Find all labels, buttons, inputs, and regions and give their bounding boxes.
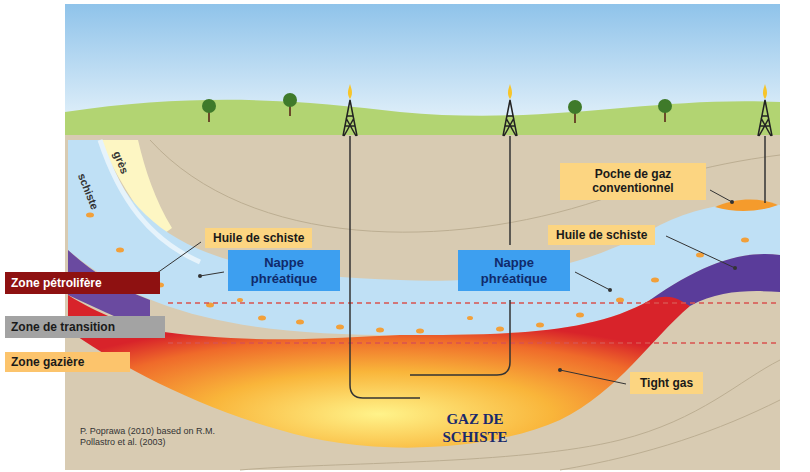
tree-trunk <box>664 112 666 122</box>
leader-lines <box>150 190 735 384</box>
droplet <box>496 327 504 332</box>
tree-trunk <box>208 112 210 122</box>
zone-title: GAZ DE SCHISTE <box>425 410 525 446</box>
callout-box: Poche de gaz conventionnel <box>560 163 706 200</box>
tree-trunk <box>289 106 291 116</box>
leader-dot <box>198 274 202 278</box>
droplet <box>741 238 749 243</box>
droplet <box>416 329 424 334</box>
tree-crown <box>202 99 216 113</box>
gas-pocket <box>715 200 778 211</box>
box-text: Nappe phréatique <box>464 255 564 286</box>
shale-highlight <box>100 140 200 262</box>
aquifer-box: Nappe phréatique <box>458 250 570 291</box>
derrick <box>758 84 772 136</box>
zone-boundary <box>168 342 780 343</box>
oil-droplets <box>86 213 749 334</box>
sky <box>65 4 780 140</box>
leader-line <box>710 190 732 202</box>
vertical-well <box>764 136 766 203</box>
flare <box>508 84 512 99</box>
droplet <box>258 316 266 321</box>
tree-trunk <box>574 113 576 123</box>
callout-box: Huile de schiste <box>205 228 312 248</box>
tree-crown <box>568 100 582 114</box>
box-text: Huile de schiste <box>213 231 304 245</box>
derrick-tower <box>343 100 357 136</box>
droplet <box>116 248 124 253</box>
derrick-tower <box>758 100 772 136</box>
leader-dot <box>730 200 734 204</box>
grass-hill <box>65 100 780 140</box>
box-text: Nappe phréatique <box>234 255 334 286</box>
box-text: Huile de schiste <box>556 228 647 242</box>
derrick-tower <box>503 100 517 136</box>
leader-line <box>560 370 626 384</box>
leader-line <box>200 272 224 276</box>
leader-dots <box>148 200 737 372</box>
zone-boundary <box>168 302 780 303</box>
callout-box: Tight gas <box>630 372 703 394</box>
droplet <box>576 313 584 318</box>
leader-line <box>666 236 735 268</box>
callout-box: Huile de schiste <box>548 225 655 245</box>
credit-note: P. Poprawa (2010) based on R.M. Pollastr… <box>80 426 220 448</box>
zone-label: Zone pétrolifère <box>5 272 160 294</box>
droplet <box>616 298 624 303</box>
aquifer-box: Nappe phréatique <box>228 250 340 291</box>
trees <box>202 93 672 123</box>
box-text: Zone de transition <box>11 320 159 334</box>
droplet <box>376 328 384 333</box>
leader-line <box>575 272 610 290</box>
leader-dot <box>558 368 562 372</box>
box-text: Zone pétrolifère <box>11 276 154 290</box>
droplet <box>296 320 304 325</box>
box-text: Poche de gaz conventionnel <box>568 167 698 196</box>
flare <box>763 84 767 99</box>
leader-dot <box>608 288 612 292</box>
ground <box>65 135 780 470</box>
flare <box>348 84 352 99</box>
droplet <box>86 213 94 218</box>
leader-dot <box>733 266 737 270</box>
droplet <box>237 298 243 302</box>
box-text: Tight gas <box>640 376 693 390</box>
wells <box>350 136 765 398</box>
tree-crown <box>283 93 297 107</box>
zone-label: Zone gazière <box>5 352 130 372</box>
horizontal-well <box>350 136 420 398</box>
zone-label: Zone de transition <box>5 316 165 338</box>
droplet <box>536 323 544 328</box>
box-text: Zone gazière <box>11 355 124 369</box>
tree-crown <box>658 99 672 113</box>
derrick <box>343 84 357 136</box>
strata-line <box>560 400 780 470</box>
derrick <box>503 84 517 136</box>
droplet <box>467 316 473 320</box>
vertical-well <box>509 136 511 245</box>
droplet <box>336 325 344 330</box>
horizontal-well <box>410 300 510 375</box>
droplet <box>651 278 659 283</box>
